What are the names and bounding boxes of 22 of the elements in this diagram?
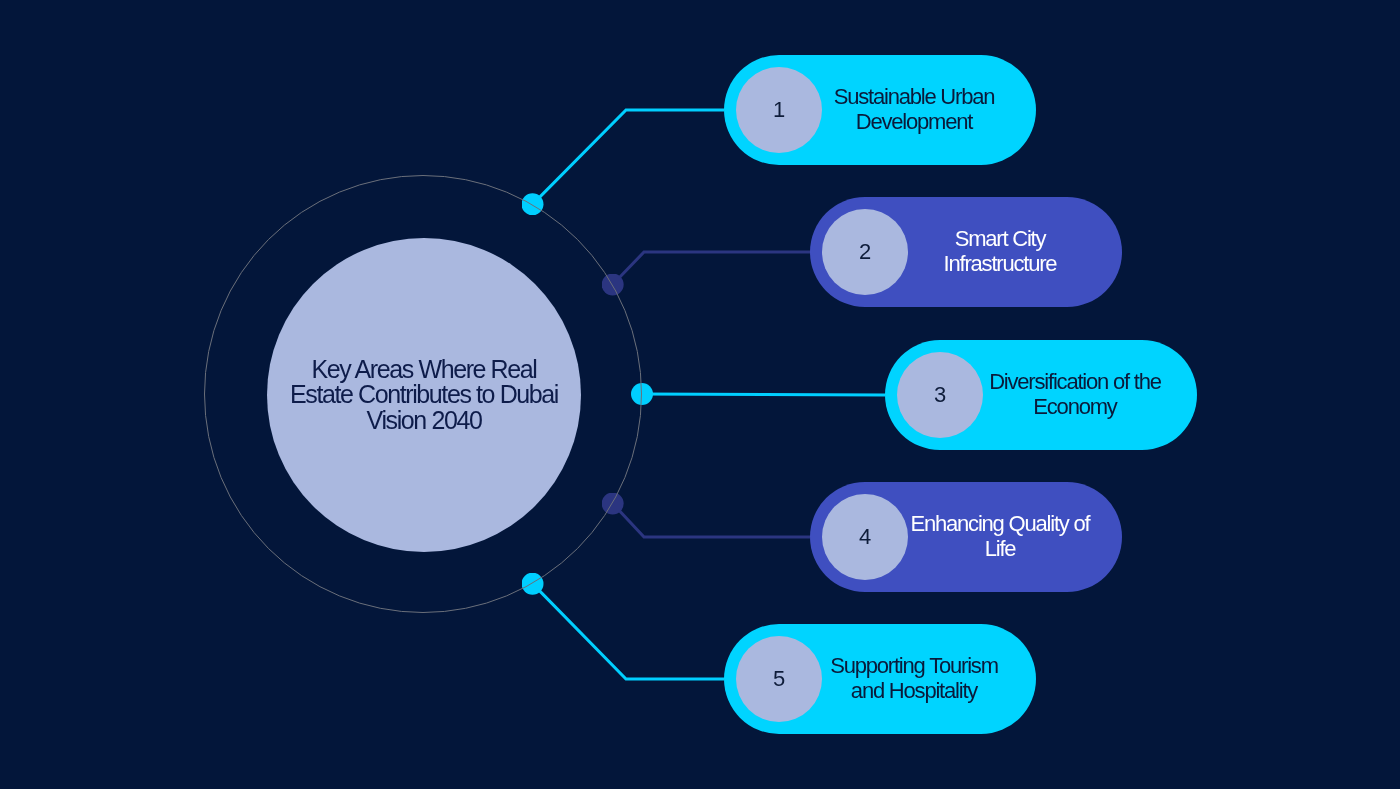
topic-label: Smart City Infrastructure	[942, 227, 1058, 277]
number-circle	[897, 352, 983, 438]
topic-label: Sustainable Urban Development	[832, 85, 996, 135]
topic-label: Diversification of the Economy	[988, 370, 1162, 420]
number-circle	[822, 494, 908, 580]
center-title: Key Areas Where Real Estate Contributes to Dubai Vision 2040	[289, 356, 559, 434]
connector-line	[521, 572, 724, 681]
step-number: 5	[772, 666, 786, 692]
ring-circle	[204, 175, 642, 613]
connector-line	[601, 492, 810, 539]
number-circle	[822, 209, 908, 295]
topic-label: Enhancing Quality of Life	[910, 512, 1090, 562]
number-circle	[736, 67, 822, 153]
step-number: 1	[772, 97, 786, 123]
connector-line	[631, 383, 885, 405]
connector-line	[521, 108, 724, 216]
topic-label: Supporting Tourism and Hospitality	[829, 654, 999, 704]
step-number: 2	[858, 239, 872, 265]
step-number: 3	[933, 382, 947, 408]
number-circle	[736, 636, 822, 722]
connector-line	[601, 250, 810, 296]
step-number: 4	[858, 524, 872, 550]
